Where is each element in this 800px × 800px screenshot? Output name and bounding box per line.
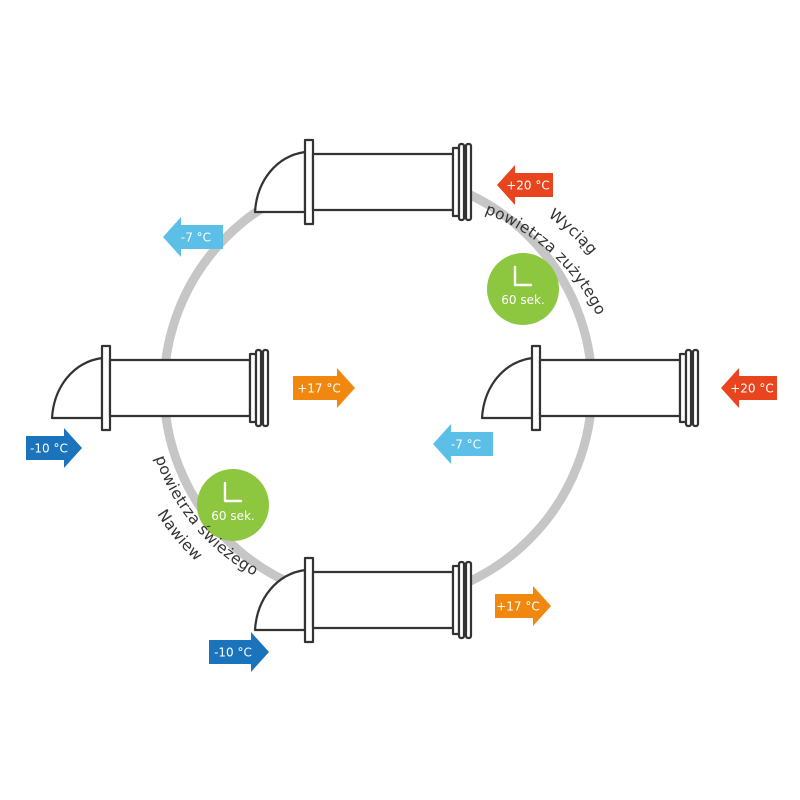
- svg-text:-10 °C: -10 °C: [30, 442, 68, 456]
- svg-text:-10 °C: -10 °C: [214, 646, 252, 660]
- arrow-bottom-darkblue: -10 °C: [209, 632, 269, 672]
- svg-text:+17 °C: +17 °C: [297, 382, 341, 396]
- svg-text:+17 °C: +17 °C: [496, 600, 540, 614]
- timer-bottom-left: 60 sek.: [197, 469, 269, 541]
- svg-text:60 sek.: 60 sek.: [501, 293, 544, 307]
- arrow-right-red: +20 °C: [721, 368, 777, 408]
- svg-text:+20 °C: +20 °C: [506, 179, 550, 193]
- bottom-ventilator-icon: [253, 556, 473, 644]
- clock-hands-icon: [223, 481, 243, 503]
- arrow-left-orange: +17 °C: [293, 368, 355, 408]
- arrow-bottom-orange: +17 °C: [495, 586, 551, 626]
- clock-hands-icon: [513, 265, 533, 287]
- arrow-top-lightblue: -7 °C: [163, 217, 223, 257]
- timer-top-right: 60 sek.: [487, 253, 559, 325]
- svg-text:60 sek.: 60 sek.: [211, 509, 254, 523]
- svg-text:-7 °C: -7 °C: [451, 438, 481, 452]
- left-ventilator-icon: [50, 344, 270, 432]
- top-ventilator-icon: [253, 138, 473, 226]
- svg-text:+20 °C: +20 °C: [730, 382, 774, 396]
- arrow-top-red: +20 °C: [497, 165, 553, 205]
- arrow-right-lightblue: -7 °C: [433, 424, 493, 464]
- svg-text:-7 °C: -7 °C: [181, 231, 211, 245]
- arrow-left-darkblue: -10 °C: [26, 428, 82, 468]
